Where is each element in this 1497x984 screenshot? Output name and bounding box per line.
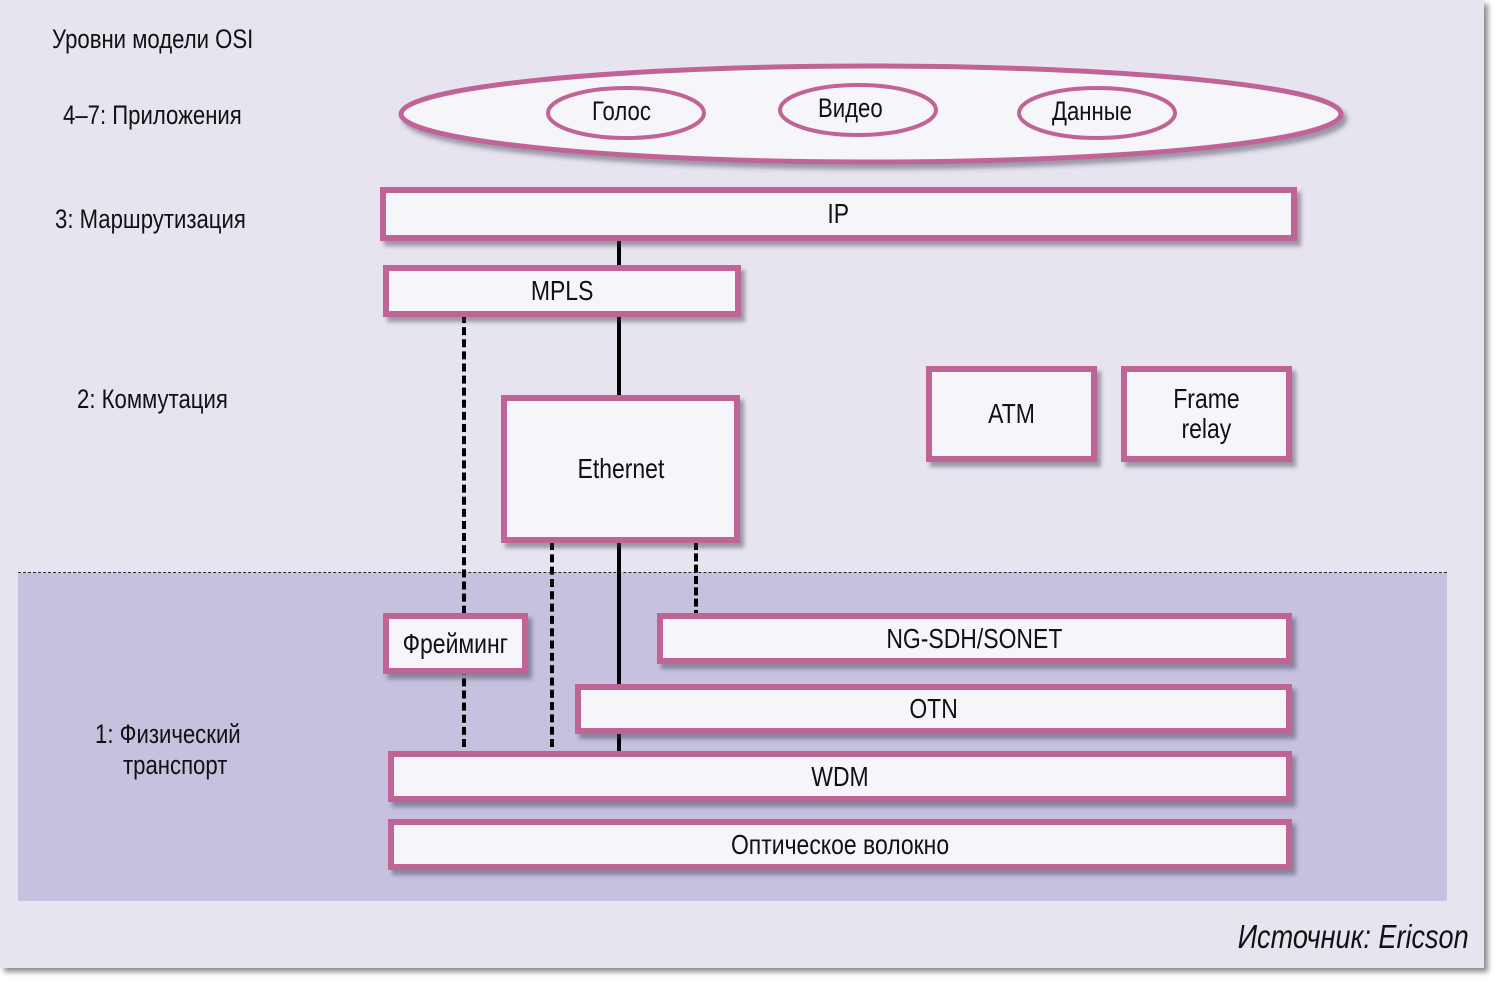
source-caption: Источник: Ericson xyxy=(1187,918,1469,956)
level-label-physical: 1: Физический xyxy=(95,719,273,750)
frame-relay-label-line1: Frame xyxy=(1173,383,1240,414)
ip-box: IP xyxy=(380,187,1297,241)
ethernet-otn-dashed-line xyxy=(550,542,554,747)
source-caption-text: Источник: Ericson xyxy=(1238,918,1469,955)
app-data-text: Данные xyxy=(1052,96,1132,126)
mpls-framing-dashed-line xyxy=(462,315,466,747)
optical-fiber-label: Оптическое волокно xyxy=(730,828,950,860)
diagram-title-text: Уровни модели OSI xyxy=(52,24,254,54)
mpls-box: MPLS xyxy=(383,265,741,317)
layer-separator-line xyxy=(18,572,1447,573)
level-label-switching: 2: Коммутация xyxy=(77,384,261,415)
otn-label: OTN xyxy=(909,693,958,724)
level-label-apps: 4–7: Приложения xyxy=(63,100,281,131)
app-data: Данные xyxy=(1052,96,1150,127)
level-label-switching-text: 2: Коммутация xyxy=(77,384,228,414)
app-video: Видео xyxy=(818,93,897,124)
app-voice-text: Голос xyxy=(592,96,651,126)
wdm-box: WDM xyxy=(388,751,1292,802)
level-label-physical-2: транспорт xyxy=(123,750,250,781)
framing-box: Фрейминг xyxy=(383,613,528,674)
ethernet-label: Ethernet xyxy=(577,453,664,484)
level-label-routing-text: 3: Маршрутизация xyxy=(55,204,246,234)
framing-label: Фрейминг xyxy=(402,627,509,659)
voice-ellipse xyxy=(546,86,706,140)
mpls-label: MPLS xyxy=(530,275,594,306)
ng-sdh-sonet-label: NG-SDH/SONET xyxy=(886,622,1063,654)
level-label-physical-line1: 1: Физический xyxy=(95,719,241,749)
diagram-title: Уровни модели OSI xyxy=(52,24,298,55)
data-ellipse xyxy=(1017,86,1177,140)
video-ellipse xyxy=(778,83,938,137)
ethernet-sdh-dashed-line xyxy=(694,542,698,618)
frame-relay-label-line2: relay xyxy=(1181,413,1232,444)
wdm-label: WDM xyxy=(811,760,869,792)
level-label-routing: 3: Маршрутизация xyxy=(55,204,288,235)
frame-relay-box: Frame relay xyxy=(1121,366,1292,462)
app-voice: Голос xyxy=(592,96,664,127)
level-label-physical-line2: транспорт xyxy=(123,750,228,780)
ng-sdh-sonet-box: NG-SDH/SONET xyxy=(657,613,1292,664)
ip-label: IP xyxy=(827,198,850,229)
level-label-apps-text: 4–7: Приложения xyxy=(63,100,242,130)
ethernet-box: Ethernet xyxy=(501,395,740,543)
otn-box: OTN xyxy=(575,684,1292,734)
app-video-text: Видео xyxy=(818,93,883,123)
optical-fiber-box: Оптическое волокно xyxy=(388,819,1292,870)
atm-label: ATM xyxy=(988,398,1035,429)
atm-box: ATM xyxy=(926,366,1097,462)
